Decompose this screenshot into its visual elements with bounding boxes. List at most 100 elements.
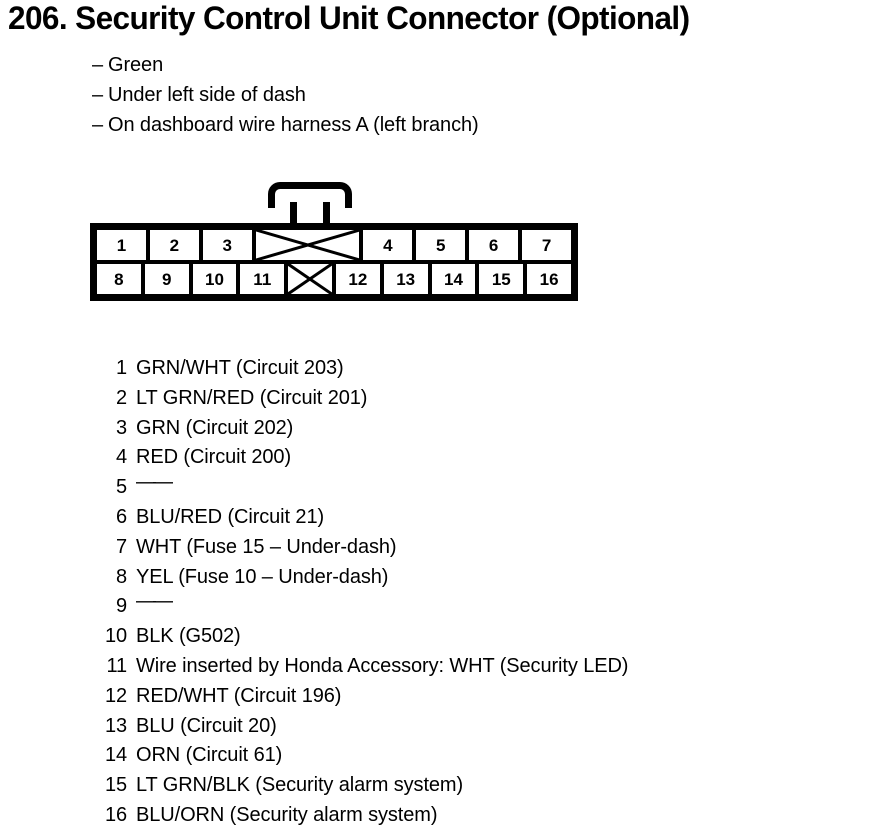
cavity-label: 1 xyxy=(116,235,127,255)
pin-description: Wire inserted by Honda Accessory: WHT (S… xyxy=(136,654,629,677)
pin-description: ORN (Circuit 61) xyxy=(136,744,283,767)
pin-number: 5 xyxy=(115,476,127,499)
pin-number: 16 xyxy=(104,803,127,826)
pin-number: 4 xyxy=(115,446,127,469)
latch-neck-shape xyxy=(290,202,330,225)
pin-row: 5 —— xyxy=(96,471,856,503)
list-item: –Green xyxy=(92,50,792,80)
connector-bottom-row: 8 9 10 11 12 13 14 15 16 xyxy=(97,264,571,294)
pin-description: —— xyxy=(136,590,173,613)
pin-description: BLU (Circuit 20) xyxy=(136,714,277,737)
pin-description: GRN (Circuit 202) xyxy=(136,416,294,439)
pin-number: 2 xyxy=(115,386,127,409)
list-item: –On dashboard wire harness A (left branc… xyxy=(92,110,792,140)
connector-cavity-11: 11 xyxy=(240,264,285,294)
pin-number: 12 xyxy=(104,684,127,707)
connector-cavity-5: 5 xyxy=(416,230,466,260)
connector-latch-icon xyxy=(268,182,352,225)
connector-cavity-1: 1 xyxy=(97,230,146,260)
connector-diagram: 1 2 3 4 5 6 7 8 9 10 11 xyxy=(90,182,590,307)
pin-number: 10 xyxy=(104,625,127,648)
pin-number: 13 xyxy=(104,714,127,737)
connector-top-row: 1 2 3 4 5 6 7 xyxy=(97,230,572,260)
connector-cavity-2: 2 xyxy=(149,230,199,260)
cavity-label: 2 xyxy=(169,235,180,255)
dash-icon: – xyxy=(92,54,104,76)
pin-description: BLU/ORN (Security alarm system) xyxy=(136,803,438,826)
pin-description: BLU/RED (Circuit 21) xyxy=(136,505,325,528)
cavity-label: 13 xyxy=(396,269,416,289)
pin-row: 2 LT GRN/RED (Circuit 201) xyxy=(96,384,856,414)
connector-cavity-12: 12 xyxy=(335,264,380,294)
pin-row: 4 RED (Circuit 200) xyxy=(96,443,856,473)
pin-description: GRN/WHT (Circuit 203) xyxy=(136,357,344,379)
pin-row: 10 BLK (G502) xyxy=(96,622,856,652)
pin-description: WHT (Fuse 15 – Under-dash) xyxy=(136,535,397,558)
cavity-label: 3 xyxy=(222,235,232,255)
pin-number: 14 xyxy=(104,744,127,767)
connector-cavity-10: 10 xyxy=(192,264,237,294)
connector-blank-cavity-bottom xyxy=(288,264,332,294)
pin-description: LT GRN/RED (Circuit 201) xyxy=(136,386,368,409)
connector-cavity-15: 15 xyxy=(479,264,524,294)
pin-number: 1 xyxy=(115,357,127,379)
connector-cavity-3: 3 xyxy=(202,230,252,260)
cavity-label: 4 xyxy=(383,235,393,255)
pin-description: YEL (Fuse 10 – Under-dash) xyxy=(136,565,389,588)
x-cross-icon xyxy=(288,264,332,294)
connector-cavity-8: 8 xyxy=(97,264,141,294)
list-item-label: Green xyxy=(108,54,164,76)
pin-description: LT GRN/BLK (Security alarm system) xyxy=(136,774,464,797)
pin-number: 11 xyxy=(106,654,127,677)
pin-description: RED (Circuit 200) xyxy=(136,446,291,469)
connector-cavity-6: 6 xyxy=(469,230,519,260)
connector-cavity-13: 13 xyxy=(383,264,428,294)
dash-icon: – xyxy=(92,114,104,136)
pin-row: 12 RED/WHT (Circuit 196) xyxy=(96,682,856,712)
pin-number: 6 xyxy=(115,505,127,528)
pin-row: 7 WHT (Fuse 15 – Under-dash) xyxy=(96,533,856,563)
pin-number: 15 xyxy=(104,774,127,797)
pin-row: 1 GRN/WHT (Circuit 203) xyxy=(96,354,856,384)
cavity-label: 10 xyxy=(205,269,224,289)
cavity-label: 15 xyxy=(491,269,511,289)
list-item-label: On dashboard wire harness A (left branch… xyxy=(108,114,479,136)
pin-row: 16 BLU/ORN (Security alarm system) xyxy=(96,801,856,831)
pin-row: 9 —— xyxy=(96,590,856,622)
pin-number: 3 xyxy=(115,416,127,439)
cavity-label: 9 xyxy=(161,269,172,289)
pin-row: 11 Wire inserted by Honda Accessory: WHT … xyxy=(96,652,856,682)
cavity-label: 11 xyxy=(253,269,272,289)
connector-cavity-7: 7 xyxy=(522,230,572,260)
cavity-label: 7 xyxy=(541,235,552,255)
connector-cavity-9: 9 xyxy=(144,264,189,294)
pin-row: 14 ORN (Circuit 61) xyxy=(96,741,856,771)
pin-number: 7 xyxy=(115,535,127,558)
connector-description-list: –Green –Under left side of dash –On dash… xyxy=(92,50,792,140)
pin-description: —— xyxy=(136,471,173,494)
cavity-label: 6 xyxy=(488,235,499,255)
cavity-label: 14 xyxy=(444,269,463,289)
dash-icon: – xyxy=(92,84,104,106)
connector-cavity-4: 4 xyxy=(363,230,413,260)
pin-row: 3 GRN (Circuit 202) xyxy=(96,414,856,444)
connector-cavity-14: 14 xyxy=(431,264,476,294)
page-title: 206. Security Control Unit Connector (Op… xyxy=(8,0,690,36)
pin-description: BLK (G502) xyxy=(136,625,241,648)
connector-body: 1 2 3 4 5 6 7 8 9 10 11 xyxy=(90,223,578,301)
cavity-label: 8 xyxy=(114,269,124,289)
pin-row: 15 LT GRN/BLK (Security alarm system) xyxy=(96,771,856,801)
pin-row: 8 YEL (Fuse 10 – Under-dash) xyxy=(96,563,856,593)
pin-row: 13 BLU (Circuit 20) xyxy=(96,712,856,742)
list-item: –Under left side of dash xyxy=(92,80,792,110)
cavity-label: 5 xyxy=(436,235,446,255)
pin-row: 6 BLU/RED (Circuit 21) xyxy=(96,503,856,533)
connector-blank-cavity-top xyxy=(255,230,360,260)
pin-assignment-list: 1 GRN/WHT (Circuit 203) 2 LT GRN/RED (Circ… xyxy=(96,354,856,831)
pin-number: 9 xyxy=(115,595,127,618)
cavity-label: 16 xyxy=(539,269,559,289)
pin-number: 8 xyxy=(115,565,127,588)
pin-description: RED/WHT (Circuit 196) xyxy=(136,684,342,707)
list-item-label: Under left side of dash xyxy=(108,84,306,106)
cavity-label: 12 xyxy=(348,269,368,289)
